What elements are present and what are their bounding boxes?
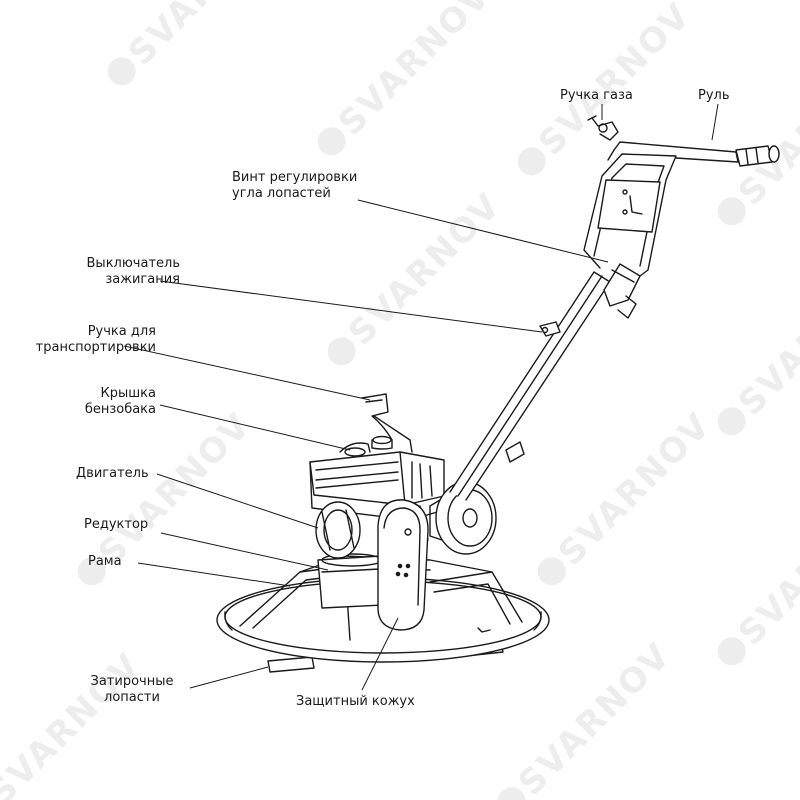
leader-line-blade-pitch-screw	[357, 199, 609, 263]
label-blade-pitch-screw: Винт регулировки угла лопастей	[232, 170, 357, 202]
power-trowel-machine	[216, 115, 780, 673]
gearbox	[317, 553, 385, 609]
watermark-text: SVARNOV	[0, 645, 149, 800]
watermark: SVARNOV	[497, 635, 679, 800]
svarnov-logo-icon	[327, 337, 356, 366]
label-frame: Рама	[88, 554, 122, 569]
watermark: SVARNOV	[0, 645, 149, 800]
label-engine: Двигатель	[76, 466, 149, 481]
svarnov-logo-icon	[317, 127, 346, 156]
watermark-text: SVARNOV	[331, 0, 499, 143]
watermark: SVARNOV	[317, 0, 499, 156]
leader-line-frame	[137, 562, 291, 587]
label-fuel-cap: Крышка бензобака	[60, 386, 156, 418]
leader-line-ignition-switch	[159, 280, 543, 333]
handle-upper-frame	[583, 153, 677, 277]
leader-line-transport-handle	[123, 345, 371, 401]
leader-line-handlebar	[711, 103, 719, 141]
svarnov-logo-icon	[717, 197, 746, 226]
label-ignition-switch-line2: зажигания	[105, 272, 180, 287]
protective-cover	[377, 499, 429, 631]
label-protective-cover: Защитный кожух	[296, 694, 415, 709]
watermark: SVARNOV	[717, 45, 800, 226]
label-ignition-switch-line1: Выключатель	[86, 256, 180, 271]
label-trowel-blades-line1: Затирочные	[90, 674, 174, 689]
label-handlebar: Руль	[698, 88, 730, 103]
svarnov-logo-icon	[107, 57, 136, 86]
label-throttle-handle: Ручка газа	[560, 88, 633, 103]
svarnov-logo-icon	[537, 557, 566, 586]
watermark-text: SVARNOV	[531, 0, 699, 163]
watermark: SVARNOV	[107, 0, 289, 86]
label-trowel-blades: Затирочные лопасти	[76, 674, 188, 706]
leader-line-blades	[189, 666, 269, 689]
label-transport-handle-line2: транспортировки	[35, 340, 156, 355]
watermark: SVARNOV	[537, 405, 719, 586]
watermark-text: SVARNOV	[551, 405, 719, 573]
leader-line-gearbox	[160, 532, 329, 571]
leader-line-engine	[156, 473, 319, 529]
leader-lines	[123, 103, 719, 691]
label-trowel-blades-line2: лопасти	[104, 690, 160, 705]
label-ignition-switch: Выключатель зажигания	[70, 256, 180, 288]
watermark: SVARNOV	[717, 255, 800, 436]
label-fuel-cap-line1: Крышка	[100, 386, 156, 401]
watermark-text: SVARNOV	[91, 405, 259, 573]
watermark-text: SVARNOV	[511, 635, 679, 800]
label-transport-handle-line1: Ручка для	[87, 324, 156, 339]
svarnov-logo-icon	[717, 637, 746, 666]
transport-handle	[361, 393, 413, 453]
leader-line-guard	[361, 617, 399, 691]
label-fuel-cap-line2: бензобака	[84, 402, 156, 417]
throttle	[587, 115, 619, 141]
svarnov-logo-icon	[497, 787, 526, 800]
label-transport-handle: Ручка для транспортировки	[16, 324, 156, 356]
watermark-text: SVARNOV	[731, 45, 800, 213]
label-gearbox: Редуктор	[84, 517, 149, 532]
watermark-text: SVARNOV	[341, 185, 509, 353]
watermark-text: SVARNOV	[731, 485, 800, 653]
leader-line-fuel-cap	[159, 404, 351, 451]
handle-shaft	[449, 263, 641, 501]
watermark-text: SVARNOV	[121, 0, 289, 73]
watermark: SVARNOV	[717, 485, 800, 666]
label-blade-pitch-screw-line2: угла лопастей	[232, 186, 331, 201]
handlebar	[607, 141, 780, 167]
svarnov-logo-icon	[77, 557, 106, 586]
svarnov-logo-icon	[717, 407, 746, 436]
label-blade-pitch-screw-line1: Винт регулировки	[232, 170, 358, 185]
watermark-text: SVARNOV	[731, 255, 800, 423]
svarnov-logo-icon	[517, 147, 546, 176]
